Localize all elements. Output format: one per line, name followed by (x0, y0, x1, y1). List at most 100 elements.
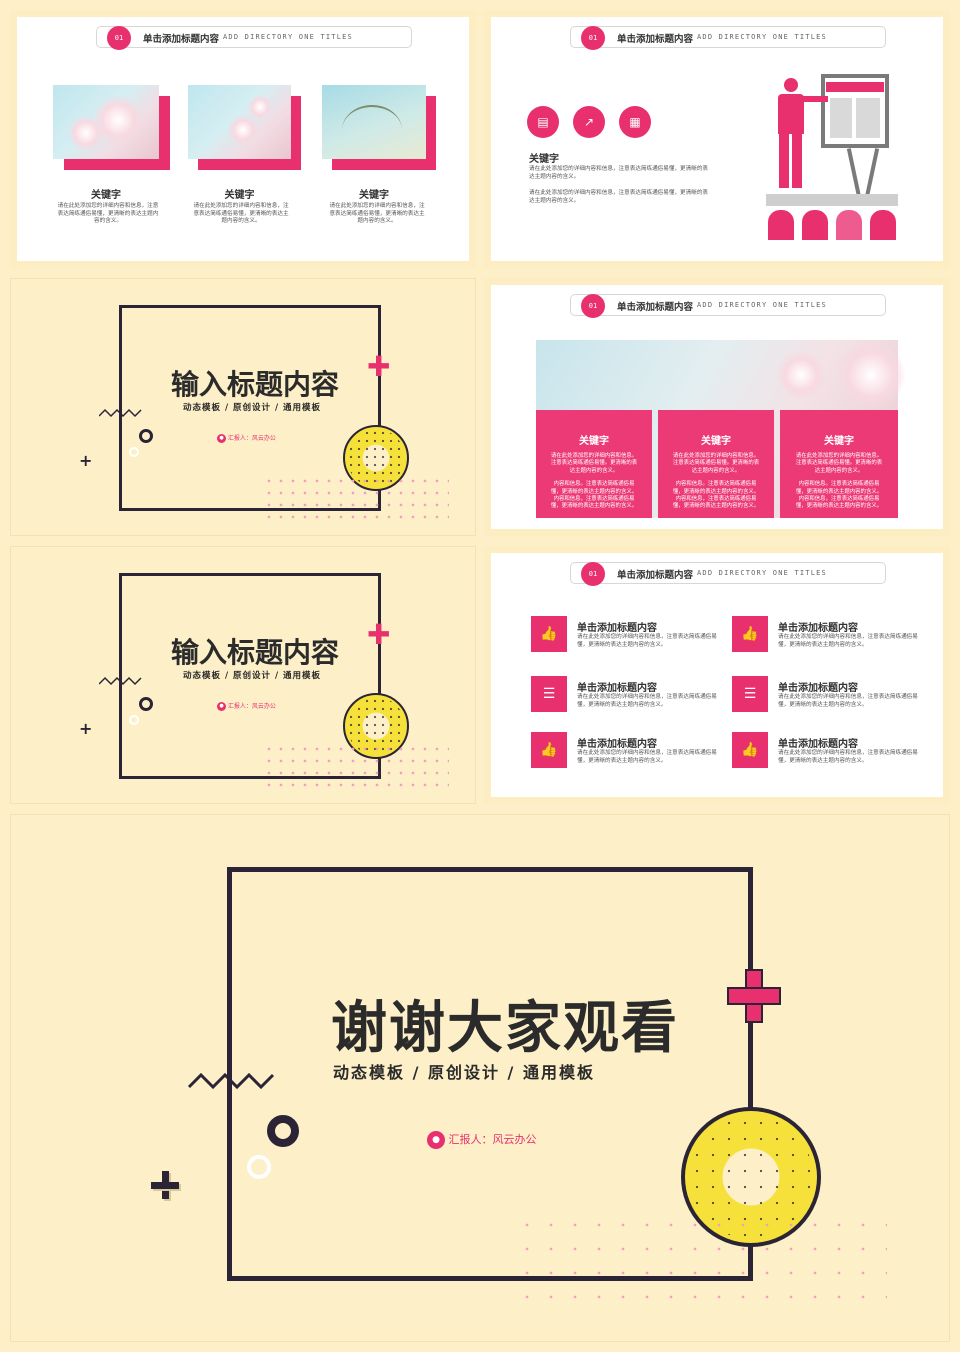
thanks-subtitle: 动态模板 / 原创设计 / 通用模板 (333, 1063, 595, 1082)
photo-caption-text: 请在此处添加您的详细内容和信息，注意表达简练通俗易懂，更清晰的表达主题内容的含义… (57, 203, 159, 225)
cover-frame (227, 867, 753, 1281)
ring-light (247, 1155, 271, 1179)
item-text: 请在此处添加您的详细内容和信息，注意表达简练通俗易懂，更清晰的表达主题内容的含义… (577, 634, 717, 648)
ring-dark (267, 1115, 299, 1147)
cover-frame (119, 573, 381, 779)
header-subtitle: ADD DIRECTORY ONE TITLES (697, 569, 827, 577)
item-title: 单击添加标题内容 (577, 623, 657, 634)
item-text: 请在此处添加您的详细内容和信息，注意表达简练通俗易懂，更清晰的表达主题内容的含义… (577, 750, 717, 764)
pink-card: 关键字 请在此处添加您的详细内容和信息。注意表达简练通俗易懂。更清晰的表达主题内… (658, 410, 774, 518)
chart-line-icon: ↗ (573, 106, 605, 138)
dot-grid (263, 475, 449, 523)
ring-dark (139, 697, 153, 711)
photo-caption-text: 请在此处添加您的详细内容和信息，注意表达简练通俗易懂，更清晰的表达主题内容的含义… (193, 203, 289, 225)
clipboard-icon: ▤ (527, 106, 559, 138)
microphone-icon: ● (217, 702, 226, 711)
thumbs-up-icon: 👍 (732, 616, 768, 652)
card-title: 关键字 (579, 436, 609, 447)
branch-photo (188, 85, 291, 159)
photo-caption-title: 关键字 (91, 190, 121, 201)
pink-card: 关键字 请在此处添加您的详细内容和信息。注意表达简练通俗易懂。更清晰的表达主题内… (536, 410, 652, 518)
slide-6-list[interactable]: 01 单击添加标题内容 ADD DIRECTORY ONE TITLES 👍 单… (484, 546, 950, 804)
cover-title: 输入标题内容 (171, 368, 340, 401)
item-title: 单击添加标题内容 (778, 683, 858, 694)
header-title: 单击添加标题内容 (617, 34, 694, 45)
card-title: 关键字 (824, 436, 854, 447)
pink-card: 关键字 请在此处添加您的详细内容和信息。注意表达简练通俗易懂。更清晰的表达主题内… (780, 410, 898, 518)
slide-header: 01 单击添加标题内容 ADD DIRECTORY ONE TITLES (570, 26, 886, 50)
slide-4-banner[interactable]: 01 单击添加标题内容 ADD DIRECTORY ONE TITLES 关键字… (484, 278, 950, 536)
slide-2-presenter[interactable]: 01 单击添加标题内容 ADD DIRECTORY ONE TITLES ▤ ↗… (484, 10, 950, 268)
microphone-icon: ● (427, 1131, 445, 1149)
dot-grid (515, 1213, 887, 1313)
slide-5-cover[interactable]: 输入标题内容 动态模板 / 原创设计 / 通用模板 ● 汇报人：风云办公 ✚ + (10, 546, 476, 804)
header-title: 单击添加标题内容 (617, 570, 694, 581)
photo-caption-title: 关键字 (359, 190, 389, 201)
slide-header: 01 单击添加标题内容 ADD DIRECTORY ONE TITLES (96, 26, 412, 50)
list-icon: ☰ (732, 676, 768, 712)
ring-light (129, 715, 139, 725)
header-title: 单击添加标题内容 (617, 302, 694, 313)
item-text: 请在此处添加您的详细内容和信息，注意表达简练通俗易懂，更清晰的表达主题内容的含义… (778, 694, 918, 708)
photo-caption-title: 关键字 (224, 190, 255, 201)
plus-icon (727, 969, 781, 1023)
header-number: 01 (581, 26, 605, 50)
item-title: 单击添加标题内容 (778, 623, 858, 634)
plus-icon: ✚ (367, 350, 391, 383)
dot-grid (263, 743, 449, 791)
card-text: 请在此处添加您的详细内容和信息。注意表达简练通俗易懂。更清晰的表达主题内容的含义… (550, 453, 638, 474)
slide-7-thanks[interactable]: 谢谢大家观看 动态模板 / 原创设计 / 通用模板 ● 汇报人：风云办公 (10, 814, 950, 1342)
reporter: ● 汇报人：风云办公 (217, 433, 276, 443)
ring-light (129, 447, 139, 457)
card-text: 请在此处添加您的详细内容和信息。注意表达简练通俗易懂。更清晰的表达主题内容的含义… (795, 453, 883, 474)
ring-dark (139, 429, 153, 443)
reporter-text: 汇报人：风云办公 (227, 435, 276, 442)
thumbs-up-icon: 👍 (531, 732, 567, 768)
zigzag-shape (187, 1071, 279, 1091)
zigzag-shape (98, 403, 143, 418)
header-number: 01 (581, 562, 605, 586)
keyword-text: 请在此处添加您的详细内容和信息，注意表达简练通俗易懂，更清晰的表达主题内容的含义… (529, 166, 709, 180)
photo-caption-text: 请在此处添加您的详细内容和信息，注意表达简练通俗易懂，更清晰的表达主题内容的含义… (329, 203, 425, 225)
slide-header: 01 单击添加标题内容 ADD DIRECTORY ONE TITLES (570, 294, 886, 318)
grass-photo (322, 85, 426, 159)
header-subtitle: ADD DIRECTORY ONE TITLES (697, 33, 827, 41)
thumbs-up-icon: 👍 (531, 616, 567, 652)
list-icon: ☰ (531, 676, 567, 712)
header-number: 01 (581, 294, 605, 318)
reporter: ● 汇报人：风云办公 (427, 1131, 537, 1149)
plus-icon (151, 1171, 181, 1201)
reporter: ● 汇报人：风云办公 (217, 701, 276, 711)
item-title: 单击添加标题内容 (577, 683, 657, 694)
reporter-text: 汇报人：风云办公 (448, 1133, 537, 1146)
item-title: 单击添加标题内容 (577, 739, 657, 750)
header-title: 单击添加标题内容 (143, 34, 220, 45)
header-number: 01 (107, 26, 131, 50)
cover-subtitle: 动态模板 / 原创设计 / 通用模板 (183, 403, 322, 413)
card-text: 内容和信息。注意表达简练通俗易懂，更清晰的表达主题内容的含义。内容和信息，注意表… (550, 481, 638, 510)
item-title: 单击添加标题内容 (778, 739, 858, 750)
presenter-illustration (766, 70, 906, 250)
plus-icon: ✚ (367, 618, 391, 651)
header-subtitle: ADD DIRECTORY ONE TITLES (697, 301, 827, 309)
plus-icon: + (79, 719, 93, 738)
reporter-text: 汇报人：风云办公 (227, 703, 276, 710)
thumbs-up-icon: 👍 (732, 732, 768, 768)
item-text: 请在此处添加您的详细内容和信息，注意表达简练通俗易懂，更清晰的表达主题内容的含义… (778, 634, 918, 648)
thanks-title: 谢谢大家观看 (331, 996, 679, 1061)
blossom-photo (53, 85, 159, 159)
keyword-title: 关键字 (529, 154, 559, 165)
item-text: 请在此处添加您的详细内容和信息，注意表达简练通俗易懂，更清晰的表达主题内容的含义… (577, 694, 717, 708)
slide-3-cover[interactable]: 输入标题内容 动态模板 / 原创设计 / 通用模板 ● 汇报人：风云办公 ✚ + (10, 278, 476, 536)
keyword-text: 请在此处添加您的详细内容和信息，注意表达简练通俗易懂，更清晰的表达主题内容的含义… (529, 190, 709, 204)
card-text: 内容和信息。注意表达简练通俗易懂，更清晰的表达主题内容的含义。内容和信息，注意表… (672, 481, 760, 510)
zigzag-shape (98, 671, 143, 686)
slide-header: 01 单击添加标题内容 ADD DIRECTORY ONE TITLES (570, 562, 886, 586)
slide-1-photos[interactable]: 01 单击添加标题内容 ADD DIRECTORY ONE TITLES 关键字… (10, 10, 476, 268)
microphone-icon: ● (217, 434, 226, 443)
item-text: 请在此处添加您的详细内容和信息，注意表达简练通俗易懂，更清晰的表达主题内容的含义… (778, 750, 918, 764)
calculator-icon: ▦ (619, 106, 651, 138)
cover-subtitle: 动态模板 / 原创设计 / 通用模板 (183, 671, 322, 681)
card-title: 关键字 (701, 436, 731, 447)
